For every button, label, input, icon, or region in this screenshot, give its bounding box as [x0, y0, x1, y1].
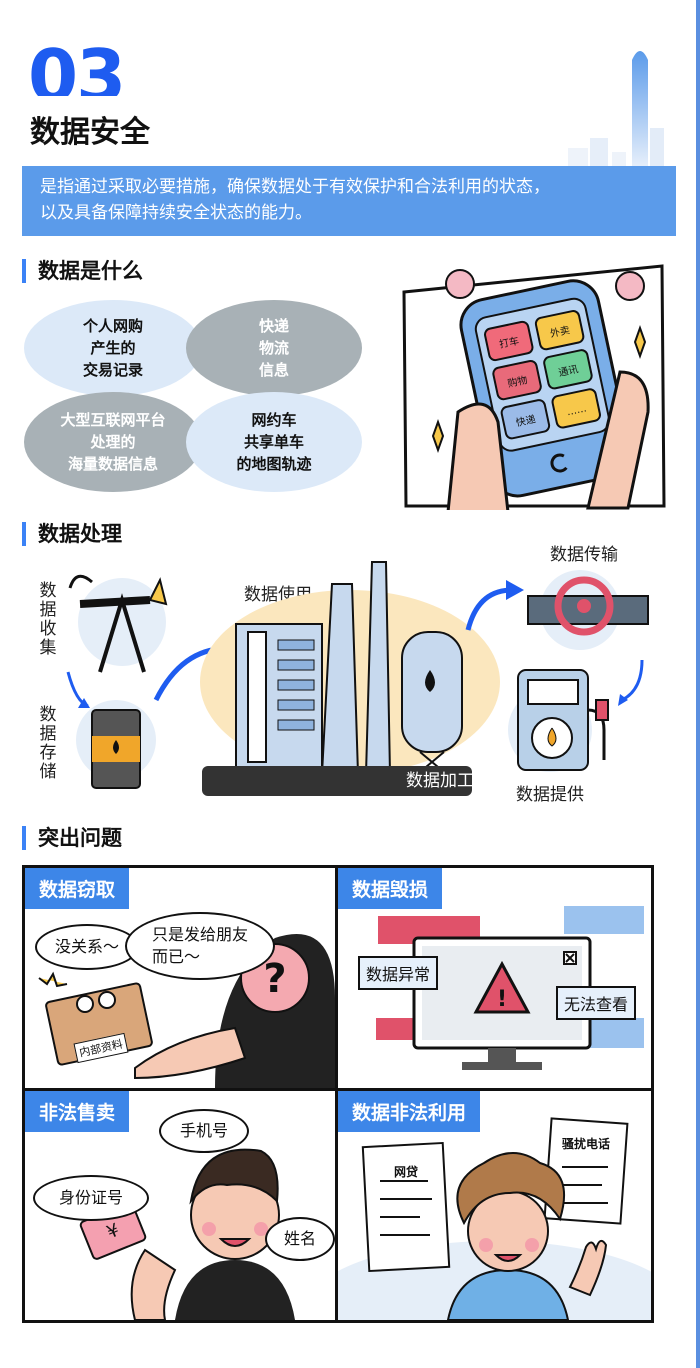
panel-illegal-sale: ¥ 非法售卖 手机号 身份证号 姓名 [25, 1091, 335, 1320]
bubble-text: 海量数据信息 [67, 455, 158, 473]
page-title: 数据安全 [30, 115, 150, 150]
label-store: 数据存储 [39, 705, 57, 782]
section-heading-issues: 突出问题 [22, 826, 122, 850]
app-label: 打车 [498, 334, 520, 351]
label-collect: 数据收集 [39, 581, 57, 658]
app-label: 快递 [515, 412, 537, 429]
processing-illustration: 数据加工 [66, 561, 649, 796]
right-edge-stripe [696, 0, 700, 1368]
phone-illustration: 打车 外卖 购物 通讯 快递 …… [402, 264, 666, 510]
panel-data-theft: ? 数据窃取 没关系～ 只是发给朋友而已～ 内部资料 [25, 868, 335, 1088]
bubble-platform-data: 大型互联网平台处理的海量数据信息 [24, 392, 202, 492]
sign-online-loan: 网贷 [394, 1165, 419, 1179]
bubble-map-tracks: 网约车共享单车的地图轨迹 [186, 392, 362, 492]
bubble-online-shopping: 个人网购产生的交易记录 [24, 300, 202, 396]
bubble-logistics: 快递物流信息 [186, 300, 362, 396]
bubble-text: 共享单车 [243, 433, 304, 451]
bubble-text: 物流 [258, 339, 289, 357]
label-provide: 数据提供 [516, 785, 584, 805]
bubble-text: 大型互联网平台 [60, 411, 166, 429]
bubble-text: 快递 [258, 317, 289, 335]
definition-line-1: 是指通过采取必要措施，确保数据处于有效保护和合法利用的状态， [40, 177, 550, 197]
bubble-text: 的地图轨迹 [236, 455, 312, 473]
victim-illustration [338, 1117, 651, 1320]
panel-tag: 数据毁损 [338, 868, 443, 909]
svg-text:?: ? [263, 956, 286, 1002]
speech-bubble-no-problem: 没关系～ [35, 924, 139, 970]
panel-tag: 数据非法利用 [338, 1091, 481, 1132]
section-heading-processing: 数据处理 [22, 522, 122, 546]
app-label: …… [566, 403, 588, 418]
panel-illegal-use: 数据非法利用 网贷 骚扰电话 [338, 1091, 651, 1320]
bubble-text: 信息 [258, 361, 289, 379]
definition-banner: 是指通过采取必要措施，确保数据处于有效保护和合法利用的状态， 以及具备保障持续安… [22, 166, 676, 236]
label-data-abnormal: 数据异常 [358, 956, 439, 990]
monitor-illustration: ! [376, 906, 644, 1070]
label-transmit: 数据传输 [550, 545, 618, 565]
app-label: 购物 [506, 373, 528, 390]
panel-data-damage: ! 数据毁损 数据异常 无法查看 [338, 868, 651, 1088]
speech-line: 只是发给朋友 [151, 925, 248, 944]
panel-tag: 数据窃取 [25, 868, 130, 909]
bubble-text: 产生的 [90, 339, 136, 357]
section-number: 03 [28, 40, 125, 96]
speech-bubble-id-number: 身份证号 [33, 1175, 149, 1221]
label-cannot-view: 无法查看 [556, 986, 637, 1020]
svg-text:!: ! [497, 987, 507, 1012]
bubble-text: 处理的 [90, 433, 136, 451]
sign-harassing-calls: 骚扰电话 [562, 1137, 611, 1151]
bubble-text: 交易记录 [82, 361, 143, 379]
speech-bubble-phone-number: 手机号 [159, 1109, 249, 1153]
skyline-illustration [568, 51, 664, 168]
speech-line: 而已～ [151, 947, 200, 966]
panel-tag: 非法售卖 [25, 1091, 130, 1132]
label-process: 数据加工 [406, 771, 474, 791]
bubble-text: 网约车 [251, 411, 297, 429]
definition-line-2: 以及具备保障持续安全状态的能力。 [40, 203, 312, 223]
app-label: 通讯 [557, 363, 579, 379]
speech-bubble-name: 姓名 [265, 1217, 335, 1261]
section-heading-what-is-data: 数据是什么 [22, 259, 143, 283]
seller-illustration: ¥ [79, 1148, 295, 1320]
bubble-text: 个人网购 [82, 317, 143, 335]
speech-bubble-send-friend: 只是发给朋友而已～ [125, 912, 275, 980]
app-label: 外卖 [549, 324, 571, 340]
